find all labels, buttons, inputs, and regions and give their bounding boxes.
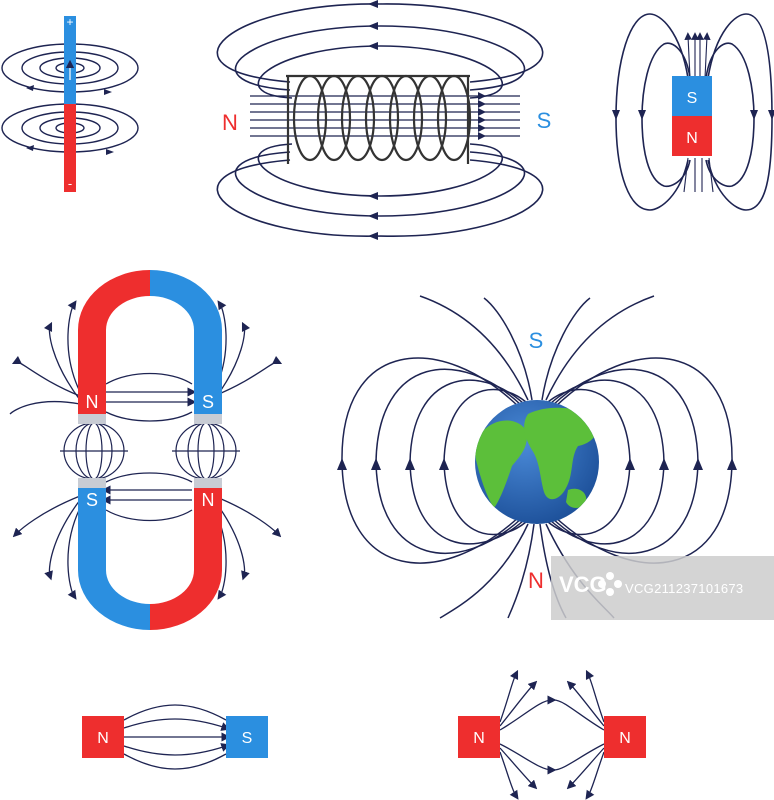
bar-magnet-pole-lines [683,32,714,193]
repel-left-label: N [473,730,485,747]
bar-magnet-arrows [612,110,774,120]
bar-magnet-bottom-label: N [686,130,698,147]
attract-left-magnet [82,716,124,758]
horseshoe-top-left-label: N [86,392,99,412]
current-wire-diagram: + - [1,15,139,192]
repel-field-lines [499,669,605,800]
horseshoe-top-south-arm [150,270,222,422]
wire-ring-arrows [26,85,114,155]
horseshoe-bottom-right-label: N [202,490,215,510]
earth-continents [475,407,598,508]
earth-bottom-pole-label: N [528,568,544,593]
horseshoe-top-left-tip [78,414,106,424]
horseshoe-field-lines [9,300,283,600]
attract-field-lines [123,704,231,770]
watermark-flower-icon [598,572,622,596]
solenoid-field-arrows [368,0,378,240]
repel-right-magnet [604,716,646,758]
watermark-id-text: VCG211237101673 [625,581,744,596]
earth-top-pole-label: S [529,328,544,353]
horseshoe-bottom-left-label: S [86,490,98,510]
solenoid-south-label: S [537,108,552,133]
wire-minus-label: - [68,176,72,191]
solenoid-north-label: N [222,110,238,135]
wire-negative-segment [64,104,76,192]
horseshoe-bottom-south-arm [78,480,150,630]
wire-positive-segment [64,16,76,104]
attract-right-label: S [242,730,253,747]
solenoid-inner-arrows [478,92,486,140]
attract-left-label: N [97,730,109,747]
repel-right-label: N [619,730,631,747]
bar-magnet-south-pole [672,76,712,116]
solenoid-outer-field-lines [216,3,544,237]
repelling-magnets-diagram: N N [458,669,646,800]
horseshoe-bottom-north-arm [150,480,222,630]
solenoid-coil [286,74,472,164]
bar-magnet-top-label: S [687,90,698,107]
repel-left-magnet [458,716,500,758]
wire-plus-label: + [66,15,73,29]
earth-magnetic-field-diagram: S N [337,295,737,619]
horseshoe-bottom-right-tip [194,478,222,488]
horseshoe-bottom-left-tip [78,478,106,488]
horseshoe-top-right-label: S [202,392,214,412]
horseshoe-top-right-tip [194,414,222,424]
horseshoe-gap-loops [60,422,240,480]
bar-magnet-diagram: S N [612,13,774,211]
solenoid-diagram: N S [216,0,552,240]
horseshoe-magnets-diagram: N S S N [9,270,283,630]
watermark-banner: VCG VCG211237101673 [551,556,774,620]
attract-right-magnet [226,716,268,758]
attracting-magnets-diagram: N S [82,704,268,770]
bar-magnet-north-pole [672,116,712,156]
earth-field-arrows [337,458,737,470]
horseshoe-top-north-arm [78,270,150,422]
